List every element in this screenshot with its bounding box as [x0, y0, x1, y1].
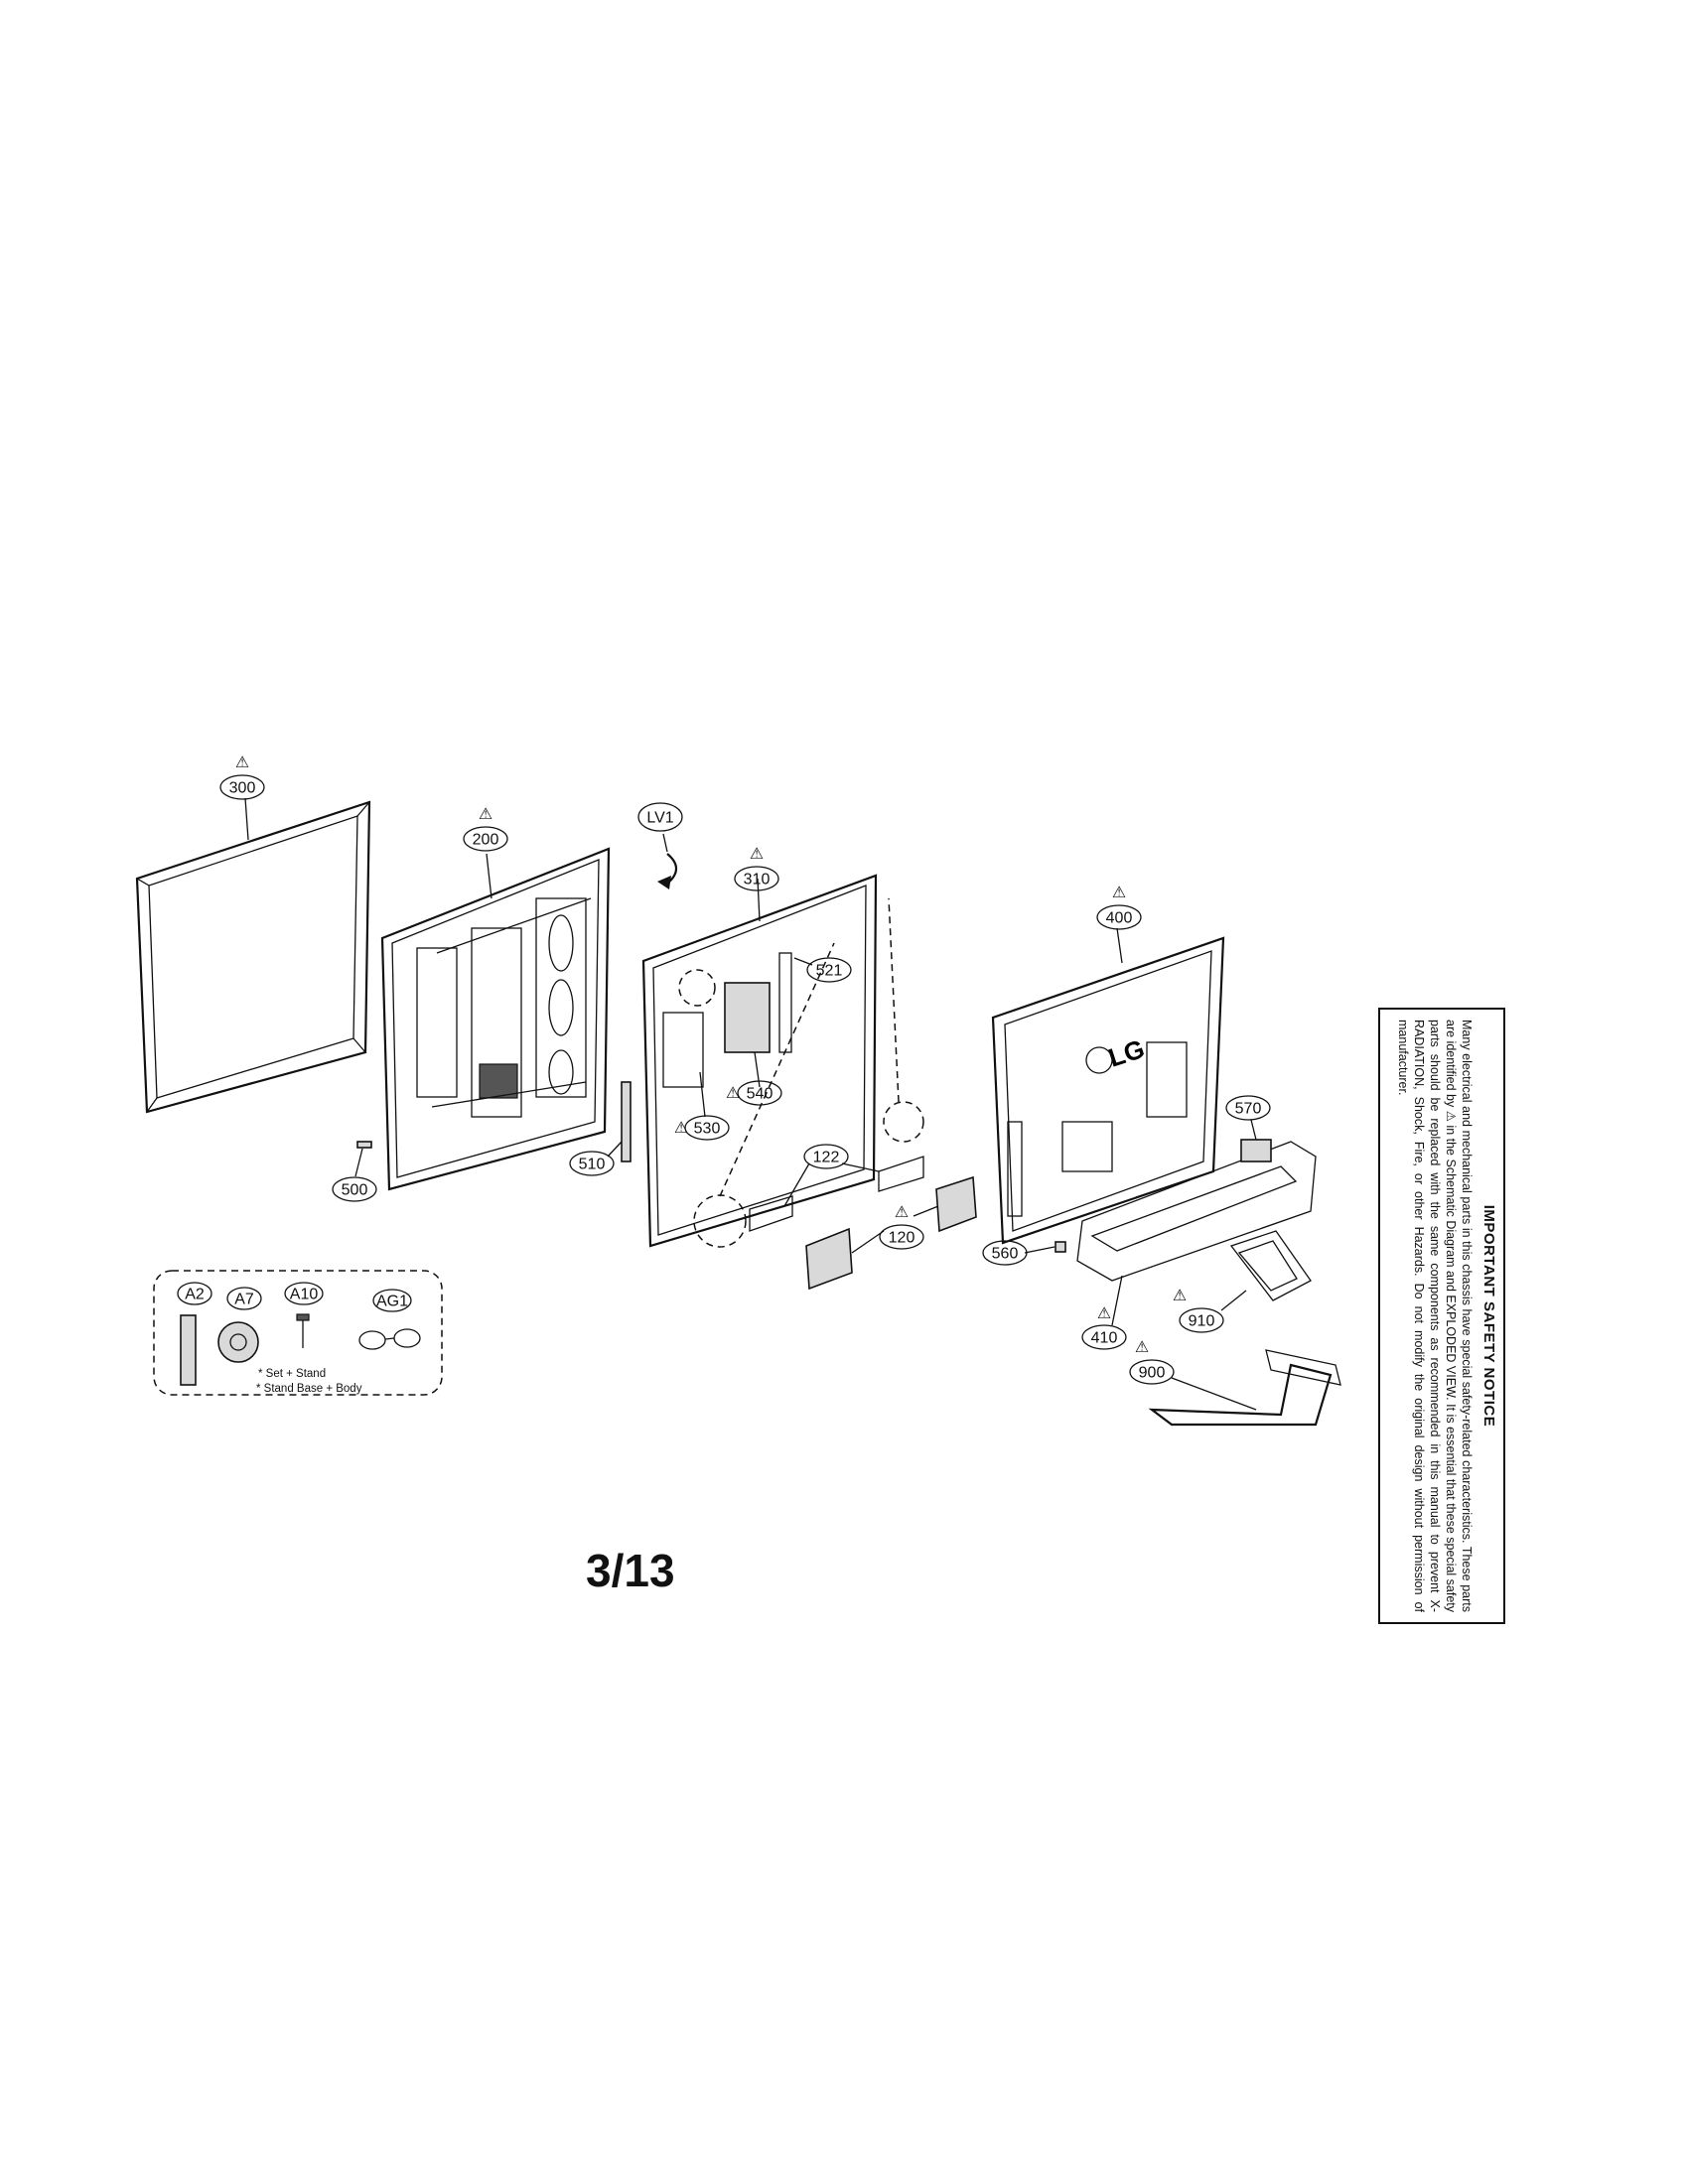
callout-530: ⚠ 530 — [674, 1115, 730, 1141]
svg-text:A2: A2 — [185, 1287, 205, 1303]
svg-text:120: 120 — [889, 1230, 915, 1247]
callout-200: ⚠ 200 — [463, 804, 508, 852]
part-120-speakers — [805, 1175, 977, 1291]
part-122-brackets — [749, 1156, 924, 1232]
svg-text:410: 410 — [1091, 1330, 1118, 1347]
svg-text:* Set + Stand: * Set + Stand — [258, 1368, 326, 1380]
svg-text:900: 900 — [1139, 1365, 1166, 1382]
svg-text:⚠: ⚠ — [479, 804, 492, 823]
part-400-back-cover: LG — [991, 936, 1225, 1245]
part-910-stand-neck — [1229, 1230, 1312, 1301]
svg-text:200: 200 — [473, 832, 499, 849]
callout-521: 521 — [806, 957, 852, 983]
page-number: 3/13 — [586, 1545, 675, 1596]
safety-notice-title: IMPORTANT SAFETY NOTICE — [1480, 1204, 1497, 1428]
callout-lv1: LV1 — [637, 802, 683, 832]
callout-570: 570 — [1225, 1095, 1271, 1121]
part-900-stand-base — [1148, 1349, 1341, 1427]
callout-560: 560 — [982, 1240, 1028, 1266]
callout-510: 510 — [569, 1151, 615, 1176]
accessories-box: A2 A7 A10 AG1 * Set + Stand * Stand Base… — [153, 1270, 443, 1396]
callout-300: ⚠ 300 — [219, 752, 265, 800]
part-560-screw — [1055, 1241, 1066, 1253]
callout-310: ⚠ 310 — [734, 844, 779, 891]
svg-text:⚠: ⚠ — [726, 1083, 740, 1102]
svg-text:310: 310 — [744, 872, 771, 888]
svg-text:521: 521 — [816, 963, 843, 980]
callout-122: 122 — [803, 1144, 849, 1169]
svg-text:⚠: ⚠ — [235, 752, 249, 771]
callout-900: ⚠ 900 — [1129, 1337, 1175, 1385]
svg-text:540: 540 — [747, 1086, 774, 1103]
svg-text:AG1: AG1 — [376, 1294, 408, 1310]
glasses-icon — [358, 1330, 386, 1350]
remote-control-icon — [180, 1314, 197, 1386]
svg-text:⚠: ⚠ — [1097, 1303, 1111, 1322]
svg-text:⚠: ⚠ — [1173, 1286, 1187, 1304]
svg-text:LV1: LV1 — [646, 810, 673, 827]
svg-text:400: 400 — [1106, 910, 1133, 927]
svg-text:A7: A7 — [234, 1292, 254, 1308]
callout-120: ⚠ 120 — [879, 1202, 924, 1250]
part-200-panel-frame — [380, 847, 611, 1191]
svg-text:⚠: ⚠ — [674, 1118, 688, 1137]
callout-500: 500 — [332, 1176, 377, 1202]
stand-disc-icon — [217, 1321, 259, 1363]
callout-410: ⚠ 410 — [1081, 1303, 1127, 1350]
svg-text:⚠: ⚠ — [1112, 883, 1126, 901]
svg-text:⚠: ⚠ — [895, 1202, 909, 1221]
part-500-clip — [356, 1141, 372, 1149]
svg-text:510: 510 — [579, 1157, 606, 1173]
part-310-rear-panel — [621, 874, 924, 1248]
safety-notice-text: Many electrical and mechanical parts in … — [1396, 1020, 1474, 1612]
svg-text:⚠: ⚠ — [750, 844, 764, 863]
svg-text:570: 570 — [1235, 1101, 1262, 1118]
svg-text:122: 122 — [813, 1150, 840, 1166]
callout-910: ⚠ 910 — [1173, 1286, 1224, 1333]
part-300-bezel — [135, 800, 371, 1114]
callout-540: ⚠ 540 — [726, 1080, 782, 1106]
safety-notice-content: IMPORTANT SAFETY NOTICE Many electrical … — [1380, 1010, 1503, 1622]
svg-text:⚠: ⚠ — [1135, 1337, 1149, 1356]
safety-notice-box: IMPORTANT SAFETY NOTICE Many electrical … — [1378, 1008, 1505, 1624]
svg-text:530: 530 — [694, 1121, 721, 1138]
svg-text:300: 300 — [229, 780, 256, 797]
svg-text:560: 560 — [992, 1246, 1019, 1263]
callout-400: ⚠ 400 — [1096, 883, 1142, 930]
svg-text:* Stand Base + Body: * Stand Base + Body — [256, 1383, 362, 1395]
lg-logo: LG — [1105, 1033, 1149, 1073]
svg-text:A10: A10 — [290, 1287, 319, 1303]
svg-text:910: 910 — [1189, 1313, 1215, 1330]
svg-text:500: 500 — [342, 1182, 368, 1199]
part-410-570-stand-cover — [1076, 1139, 1317, 1282]
